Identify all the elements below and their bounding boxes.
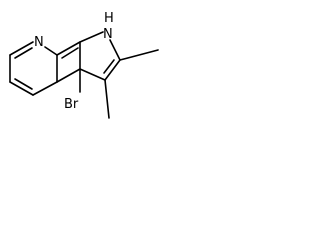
- bond-methyl-2: [119, 49, 159, 61]
- bond-c2-n1: [44, 46, 58, 56]
- bond-c4-c3a-link: [56, 68, 81, 83]
- atom-label-pyridine-n: N: [34, 35, 44, 50]
- atom-label-pyrrole-n: N: [103, 27, 113, 42]
- bond-c7-c7a-inner: [61, 47, 79, 59]
- bond-c3-c2: [104, 59, 121, 81]
- bond-c4-c3a: [9, 81, 34, 96]
- atom-label-bromine: Br: [64, 97, 79, 112]
- chemical-structure-diagram: N H N Br: [9, 11, 159, 119]
- bond-c2-n1: [109, 39, 121, 61]
- bond-c7-c7a: [56, 41, 81, 56]
- bond-c3a-c3: [79, 68, 106, 81]
- atom-label-nh-h: H: [104, 11, 114, 26]
- bond-c3-c2-inner: [103, 59, 115, 74]
- bond-c6-c5-inner: [14, 47, 33, 59]
- bond-c3a-c3: [32, 81, 58, 96]
- bond-c4-c3a-inner: [14, 78, 33, 90]
- bond-c6-c5: [9, 41, 34, 56]
- bond-c7a-n1: [79, 31, 104, 43]
- bond-methyl-3: [104, 79, 110, 119]
